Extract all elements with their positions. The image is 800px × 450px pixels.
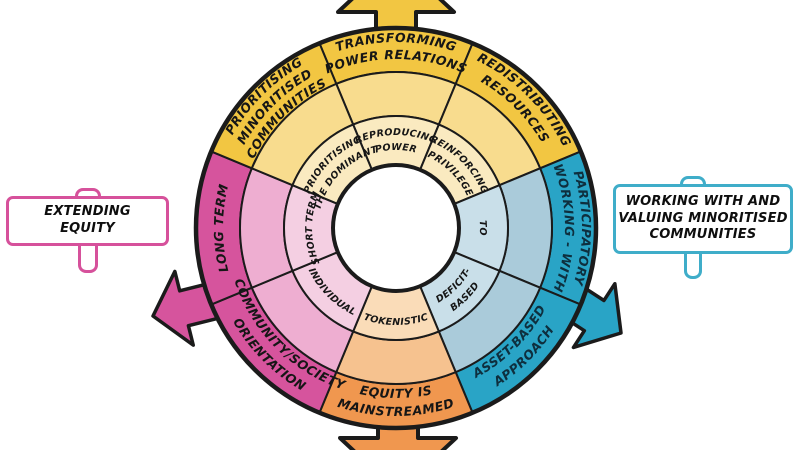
long-term-outer-label-line: LONG TERM	[211, 182, 231, 273]
wheel-outer-rim	[193, 25, 599, 431]
participatory-working-with-inner-label-line: TO	[477, 220, 488, 236]
right-sign-line: WORKING WITH AND	[625, 194, 781, 210]
right-sign-line: COMMUNITIES	[649, 227, 757, 243]
right-sign-working-with-communities: WORKING WITH AND VALUING MINORITISED COM…	[613, 184, 793, 254]
left-sign-line: EQUITY	[60, 221, 115, 236]
left-sign-pole	[78, 238, 98, 273]
right-sign-line: VALUING MINORITISED	[618, 210, 788, 226]
left-sign-extending-equity: EXTENDING EQUITY	[6, 196, 169, 246]
right-sign-pole	[684, 246, 702, 279]
transforming-power-relations-inner-label-line: POWER	[374, 142, 418, 156]
wheel-segments	[194, 26, 598, 430]
wheel-center-hole	[331, 163, 461, 293]
left-sign-line: EXTENDING	[44, 204, 131, 220]
equity-is-mainstreamed-outer-label-line: EQUITY IS	[359, 382, 434, 401]
equity-is-mainstreamed-inner-label-line: TOKENISTIC	[362, 312, 430, 328]
